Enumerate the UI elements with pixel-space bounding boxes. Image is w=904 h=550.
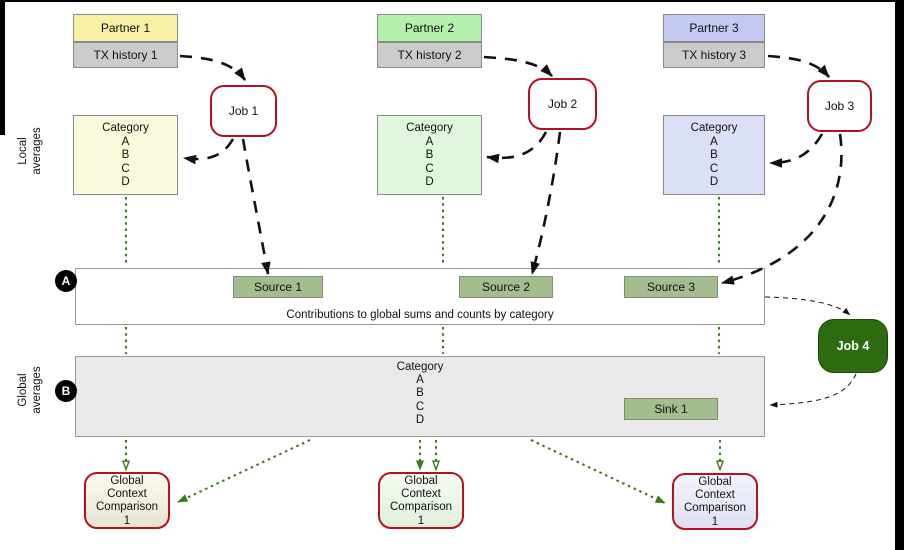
- comparison-2-line2: Context: [401, 488, 441, 501]
- row-b-category-title: Category: [396, 361, 444, 373]
- category-2-node: Category A B C D: [377, 115, 482, 195]
- arrow-job1-to-category1: [183, 138, 235, 165]
- global-averages-label: Global averages: [16, 355, 46, 425]
- arrow-job3-to-category3: [769, 133, 824, 168]
- arrow-job4-to-row-b: [769, 373, 857, 408]
- partner-2-label: Partner 2: [404, 21, 455, 35]
- sink-1-label: Sink 1: [654, 402, 688, 416]
- category-2-item-d: D: [425, 176, 434, 188]
- row-b-item-d: D: [415, 413, 425, 426]
- row-b-global-averages-band: Category A B C D Sink 1: [75, 356, 765, 437]
- arrow-job1-to-source1: [241, 138, 271, 275]
- comparison-2-line1: Global: [404, 475, 438, 487]
- source-2-node: Source 2: [459, 276, 553, 298]
- job-1-node: Job 1: [210, 85, 277, 137]
- category-2-item-b: B: [425, 149, 434, 161]
- category-2-title: Category: [406, 122, 453, 134]
- category-1-item-b: B: [121, 149, 130, 161]
- tx-history-3-node: TX history 3: [663, 42, 765, 68]
- tx-history-2-label: TX history 2: [397, 48, 462, 62]
- category-3-node: Category A B C D: [663, 115, 765, 195]
- category-3-item-b: B: [710, 149, 718, 161]
- category-3-item-d: D: [709, 176, 719, 188]
- tx-history-1-label: TX history 1: [93, 48, 158, 62]
- arrow-tx2-to-job2: [483, 55, 553, 77]
- category-1-node: Category A B C D: [73, 115, 178, 195]
- comparison-2-line4: 1: [417, 514, 425, 527]
- arrow-tx3-to-job3: [767, 54, 830, 78]
- global-context-comparison-1-node: Global Context Comparison 1: [84, 472, 170, 529]
- tx-history-2-node: TX history 2: [377, 42, 482, 68]
- category-2-item-a: A: [425, 135, 434, 148]
- comparison-2-line3: Comparison: [390, 501, 452, 514]
- job-2-label: Job 2: [547, 97, 578, 111]
- comparison-1-line4: 1: [123, 514, 131, 527]
- arrow-row-a-to-job4: [764, 296, 851, 316]
- category-1-title: Category: [102, 122, 149, 134]
- tx-history-1-node: TX history 1: [73, 42, 178, 68]
- green-dotted-flows-group: [126, 197, 720, 504]
- comparison-3-line1: Global: [698, 476, 732, 488]
- row-a-contributions-band: Source 1 Source 2 Source 3 Contributions…: [75, 268, 765, 325]
- local-averages-line2: averages: [31, 127, 43, 175]
- category-3-item-c: C: [709, 162, 719, 175]
- source-1-node: Source 1: [233, 276, 323, 298]
- dotted-row-b-to-comparison3: [530, 439, 666, 504]
- global-context-comparison-2-node: Global Context Comparison 1: [378, 472, 464, 529]
- source-2-label: Source 2: [481, 280, 531, 294]
- marker-a-letter: A: [61, 274, 71, 288]
- comparison-1-line3: Comparison: [96, 501, 158, 514]
- source-3-node: Source 3: [624, 276, 718, 298]
- row-a-caption: Contributions to global sums and counts …: [286, 309, 554, 321]
- global-averages-line2: averages: [31, 366, 43, 414]
- comparison-3-line4: 1: [711, 515, 719, 528]
- row-b-category-list: Category A B C D: [76, 361, 764, 427]
- comparison-1-line1: Global: [110, 475, 144, 487]
- comparison-3-line3: Comparison: [684, 502, 746, 515]
- job-4-label: Job 4: [836, 339, 870, 353]
- local-averages-line1: Local: [17, 137, 29, 165]
- global-context-comparison-3-node: Global Context Comparison 1: [672, 473, 758, 530]
- arrow-job2-to-category2: [486, 131, 548, 164]
- partner-3-label: Partner 3: [689, 21, 739, 35]
- job-3-node: Job 3: [807, 80, 872, 132]
- category-3-title: Category: [690, 122, 738, 134]
- frame-left-edge: [0, 0, 5, 135]
- row-b-item-a: A: [416, 374, 424, 387]
- sink-1-node: Sink 1: [624, 398, 718, 420]
- source-3-label: Source 3: [646, 280, 696, 294]
- source-1-label: Source 1: [253, 280, 303, 294]
- comparison-1-line2: Context: [107, 488, 147, 501]
- category-1-item-d: D: [121, 176, 130, 188]
- tx-history-3-label: TX history 3: [681, 48, 747, 62]
- frame-top-edge: [0, 0, 904, 2]
- job-3-label: Job 3: [824, 99, 855, 113]
- global-averages-line1: Global: [17, 373, 29, 407]
- partner-1-label: Partner 1: [100, 21, 151, 35]
- partner-1-node: Partner 1: [73, 14, 178, 42]
- job-4-node: Job 4: [818, 319, 888, 373]
- partner-3-node: Partner 3: [663, 14, 765, 42]
- category-1-item-a: A: [121, 135, 130, 148]
- arrow-tx1-to-job1: [179, 54, 247, 81]
- dotted-row-b-to-comparison1: [177, 439, 311, 503]
- comparison-3-line2: Context: [695, 489, 735, 502]
- frame-right-edge: [895, 0, 904, 550]
- marker-circle-b: B: [55, 380, 77, 402]
- category-1-item-c: C: [121, 162, 130, 175]
- row-b-item-c: C: [415, 400, 425, 413]
- arrow-job2-to-source2: [530, 131, 562, 275]
- marker-circle-a: A: [55, 270, 77, 292]
- job-1-label: Job 1: [228, 104, 259, 118]
- job-2-node: Job 2: [528, 78, 597, 130]
- category-2-item-c: C: [425, 162, 434, 175]
- category-3-item-a: A: [710, 135, 718, 148]
- partner-2-node: Partner 2: [377, 14, 482, 42]
- marker-b-letter: B: [61, 384, 71, 398]
- local-averages-label: Local averages: [16, 116, 46, 186]
- row-b-item-b: B: [416, 387, 424, 400]
